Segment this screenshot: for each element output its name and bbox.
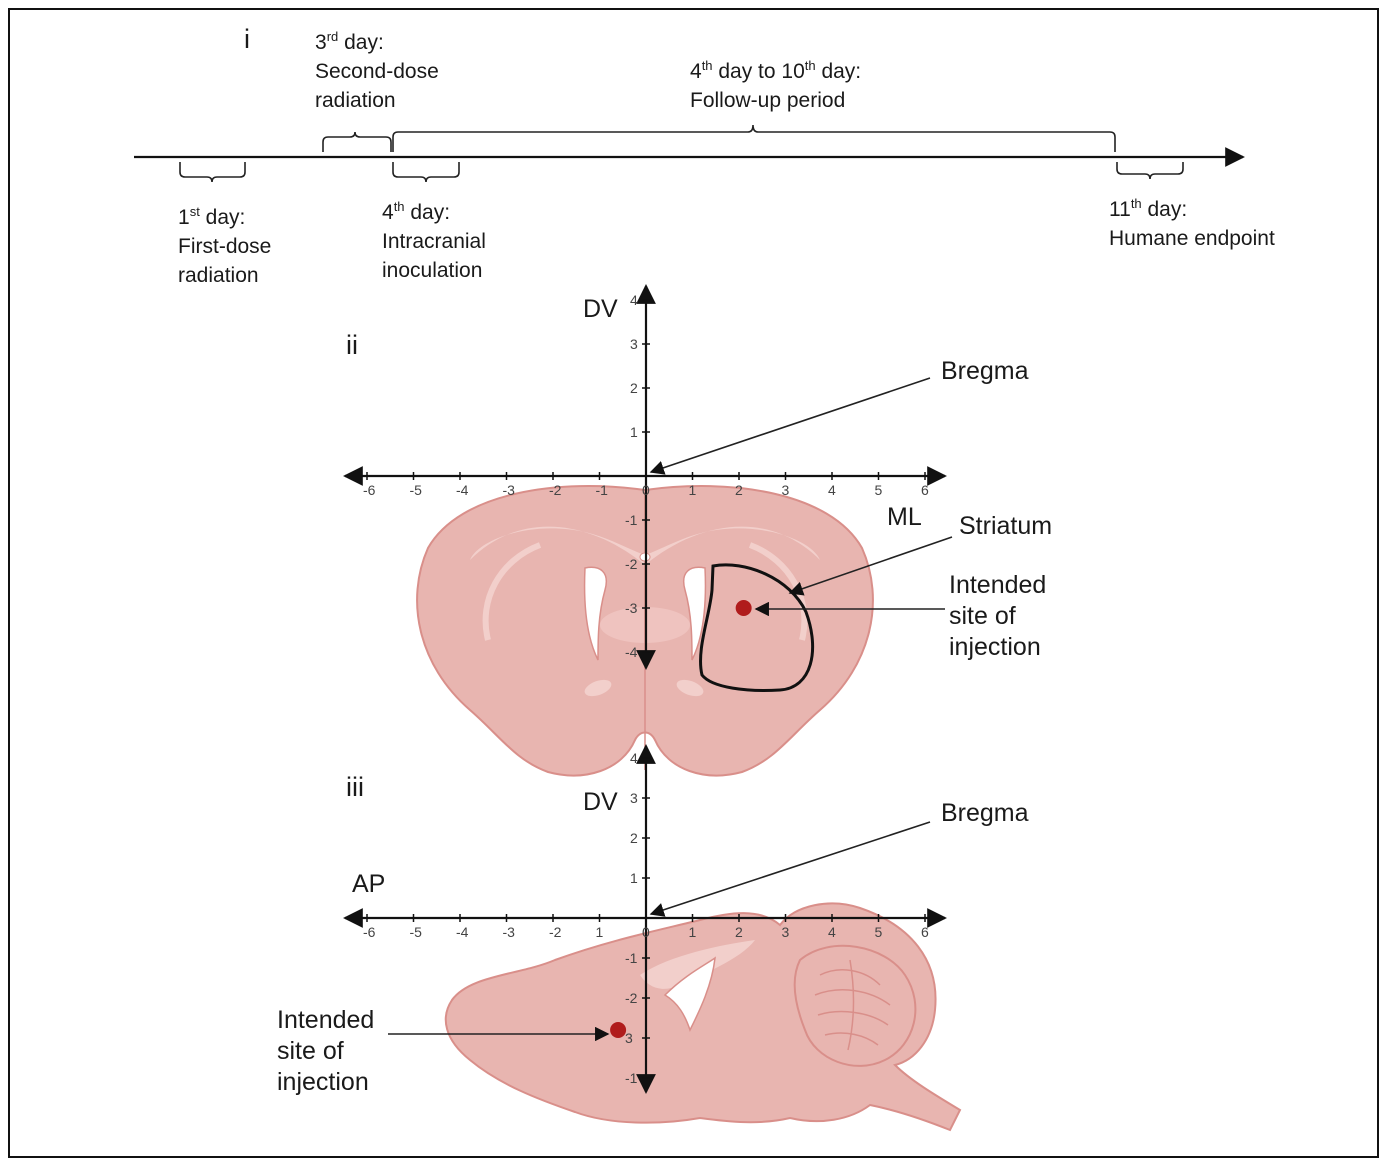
striatum-label: Striatum	[959, 512, 1052, 540]
coronal-injection-line2: site of	[949, 602, 1016, 630]
sag-y-tick-label: 2	[630, 830, 638, 846]
bregma-arrow-sagittal	[651, 822, 930, 914]
sag-x-tick-label: -4	[456, 924, 469, 940]
sag-x-tick-label: 1	[596, 924, 604, 940]
sag-x-tick-label: 1	[689, 924, 697, 940]
event-day3-line2: radiation	[315, 89, 396, 112]
sagittal-injection-line3: injection	[277, 1068, 369, 1096]
cor-x-tick-label: -1	[596, 482, 609, 498]
cor-x-tick-label: 0	[642, 482, 650, 498]
event-followup-title: 4th day to 10th day:	[690, 58, 861, 83]
sag-y-tick-label: 4	[630, 750, 638, 766]
cor-x-tick-label: 5	[875, 482, 883, 498]
event-day4-title: 4th day:	[382, 199, 450, 224]
sagittal-panel: iii -6 -5 -4 -3 -2 1 0 1 2 3 4 5 6 4 3 2 1 -1 -2 3 -1 DV AP	[277, 746, 1029, 1130]
cor-y-tick-label: -1	[625, 512, 638, 528]
sag-x-tick-label: 5	[875, 924, 883, 940]
bregma-arrow-coronal	[651, 378, 930, 472]
cor-x-tick-label: 1	[689, 482, 697, 498]
cor-y-tick-label: -4	[625, 644, 638, 660]
cor-x-tick-label: -4	[456, 482, 469, 498]
sag-y-tick-label: 3	[630, 790, 638, 806]
sagittal-dv-label: DV	[583, 788, 618, 816]
sag-x-tick-label: -6	[363, 924, 376, 940]
cor-x-tick-label: -5	[410, 482, 423, 498]
sag-y-tick-label: 3	[625, 1030, 633, 1046]
sag-y-tick-label: -1	[625, 1070, 638, 1086]
panel-label-ii: ii	[346, 330, 358, 360]
cor-y-tick-label: -2	[625, 556, 638, 572]
event-day4-line2: inoculation	[382, 259, 482, 282]
sag-x-tick-label: 6	[921, 924, 929, 940]
sagittal-bregma-label: Bregma	[941, 799, 1029, 827]
brace-day11	[1117, 162, 1183, 179]
sag-x-tick-label: -3	[503, 924, 516, 940]
sag-x-tick-label: 3	[782, 924, 790, 940]
coronal-injection-line1: Intended	[949, 571, 1046, 599]
cor-x-tick-label: 4	[828, 482, 836, 498]
sag-y-tick-label: -2	[625, 990, 638, 1006]
cor-x-tick-label: -6	[363, 482, 376, 498]
panel-label-i: i	[244, 24, 250, 54]
sag-x-tick-label: 0	[642, 924, 650, 940]
event-day1-line2: radiation	[178, 264, 259, 287]
event-day1-line1: First-dose	[178, 235, 271, 258]
coronal-dv-label: DV	[583, 295, 618, 323]
event-day3-line1: Second-dose	[315, 60, 439, 83]
sag-x-tick-label: 2	[735, 924, 743, 940]
sagittal-injection-dot	[610, 1022, 626, 1038]
cor-y-tick-label: -3	[625, 600, 638, 616]
sagittal-injection-line1: Intended	[277, 1006, 374, 1034]
coronal-bregma-label: Bregma	[941, 357, 1029, 385]
panel-label-iii: iii	[346, 772, 364, 802]
sag-y-tick-label: -1	[625, 950, 638, 966]
event-day11-line1: Humane endpoint	[1109, 227, 1275, 250]
brace-day4	[393, 162, 459, 182]
event-day4-line1: Intracranial	[382, 230, 486, 253]
brace-day1	[180, 162, 245, 182]
sagittal-brain-illustration	[446, 903, 960, 1130]
timeline-panel: i 1st day: First-dose radiation 3rd day:…	[134, 24, 1275, 287]
cor-x-tick-label: 3	[782, 482, 790, 498]
sag-x-tick-label: -2	[549, 924, 562, 940]
sag-y-tick-label: 1	[630, 870, 638, 886]
sag-x-tick-label: 4	[828, 924, 836, 940]
cor-y-tick-label: 2	[630, 380, 638, 396]
cor-x-tick-label: -2	[549, 482, 562, 498]
coronal-injection-line3: injection	[949, 633, 1041, 661]
event-day1-title: 1st day:	[178, 204, 245, 229]
cor-x-tick-label: 2	[735, 482, 743, 498]
cor-x-tick-label: -3	[503, 482, 516, 498]
coronal-injection-dot	[736, 600, 752, 616]
coronal-ml-label: ML	[887, 503, 922, 531]
cor-y-tick-label: 1	[630, 424, 638, 440]
event-day3-title: 3rd day:	[315, 29, 384, 54]
cor-y-tick-label: 3	[630, 336, 638, 352]
cor-x-tick-label: 6	[921, 482, 929, 498]
cor-y-tick-label: 4	[630, 292, 638, 308]
brace-day3	[323, 132, 391, 152]
event-followup-line1: Follow-up period	[690, 89, 845, 112]
event-day11-title: 11th day:	[1109, 196, 1187, 221]
sagittal-ap-label: AP	[352, 870, 385, 898]
sagittal-injection-line2: site of	[277, 1037, 344, 1065]
brace-follow-up	[393, 125, 1115, 152]
sag-x-tick-label: -5	[410, 924, 423, 940]
